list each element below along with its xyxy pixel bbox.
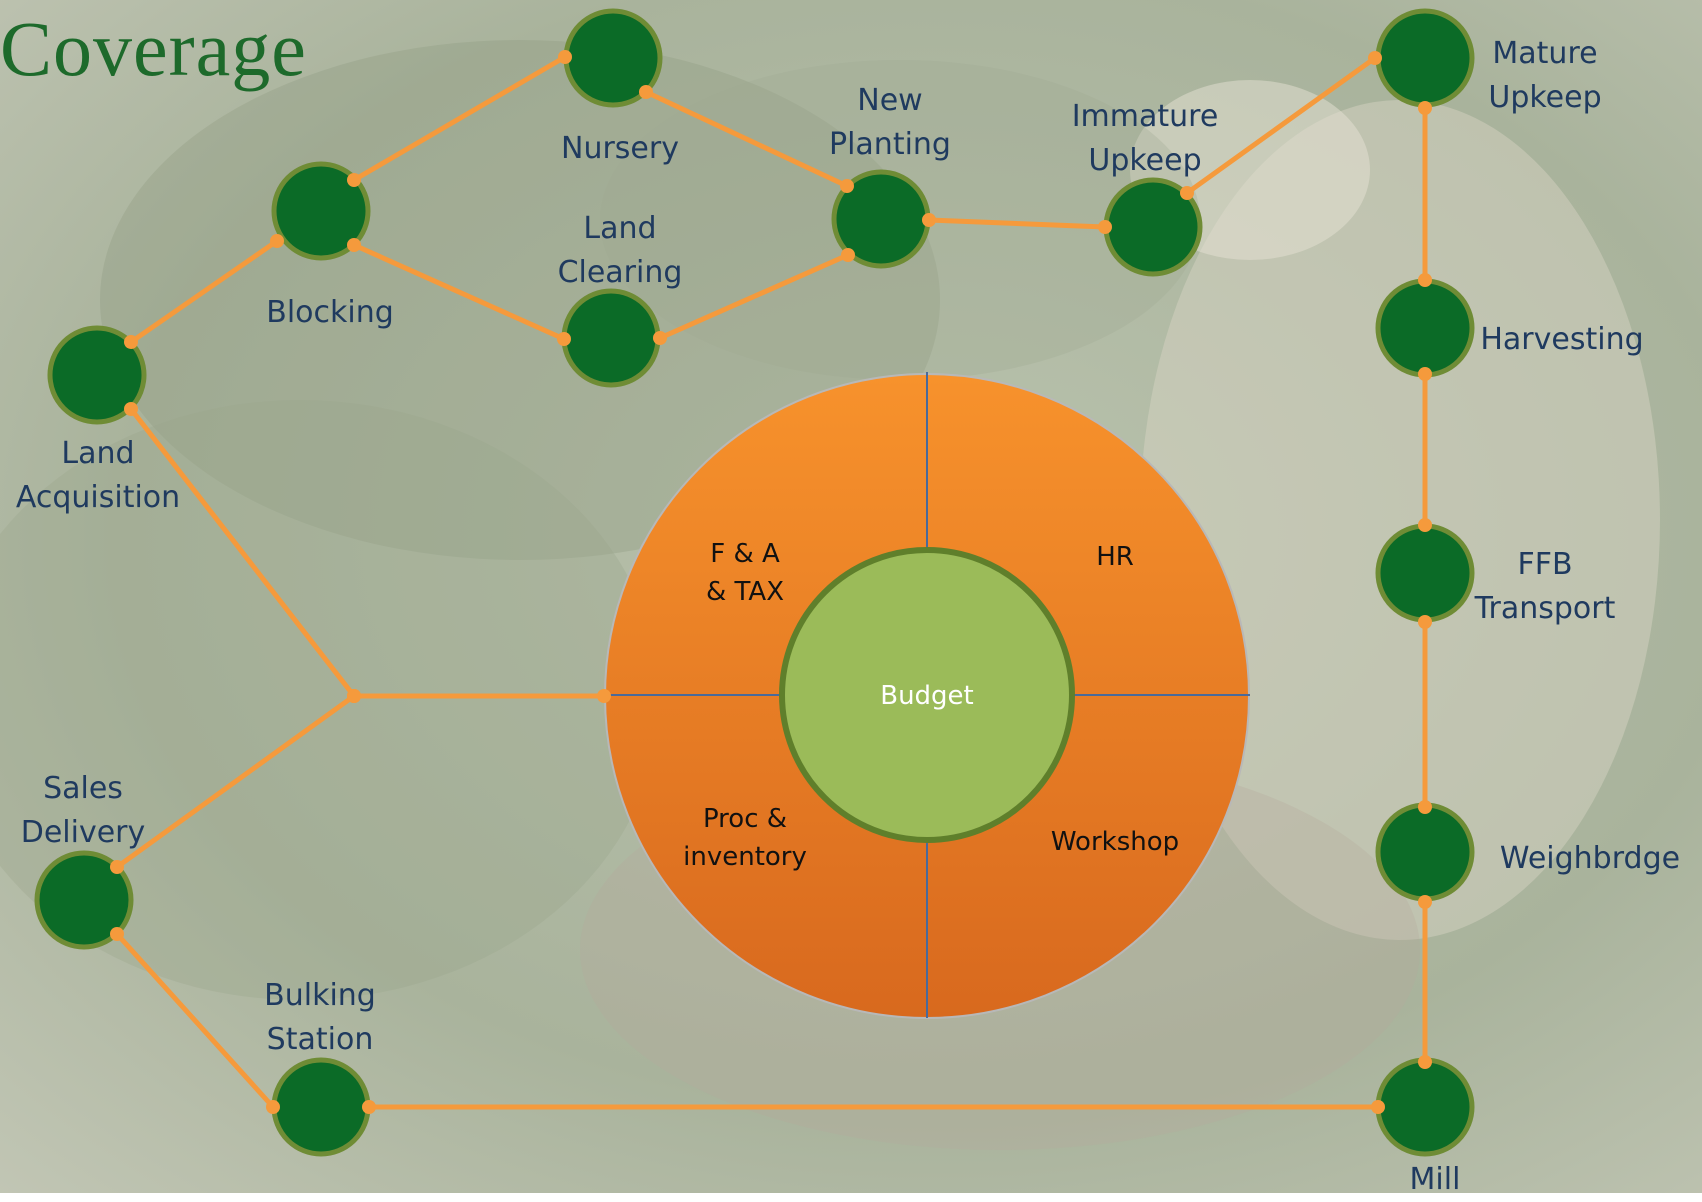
- connector-dot: [1418, 367, 1432, 381]
- label-harvesting: Harvesting: [1480, 322, 1644, 357]
- quadrant-hr: HR: [1096, 542, 1134, 572]
- connector-line: [128, 238, 280, 345]
- connector-line: [351, 54, 568, 183]
- node-sales-delivery: [34, 850, 134, 950]
- label-immature-upkeep: Immature Upkeep: [1071, 99, 1219, 178]
- connector-dot: [557, 332, 571, 346]
- label-sales-delivery: Sales Delivery: [20, 771, 146, 850]
- connector-line: [657, 252, 851, 341]
- connector-dot: [1418, 1055, 1432, 1069]
- node-weighbridge: [1375, 802, 1475, 902]
- connector-dot: [841, 248, 855, 262]
- connector-line: [351, 242, 567, 342]
- connector-dot: [922, 213, 936, 227]
- quadrant-fa-tax: F & A & TAX: [706, 539, 784, 607]
- connector-dot: [558, 50, 572, 64]
- quadrant-proc-inventory: Proc & inventory: [683, 804, 807, 872]
- connector-dot: [1418, 895, 1432, 909]
- connector-dot: [1418, 800, 1432, 814]
- label-ffb-transport: FFB Transport: [1474, 547, 1616, 626]
- connector-dot: [347, 689, 361, 703]
- node-bulking-station: [271, 1057, 371, 1157]
- label-new-planting: New Planting: [829, 83, 951, 162]
- connector-dot: [347, 173, 361, 187]
- connector-line: [114, 693, 357, 870]
- connector-dot: [653, 331, 667, 345]
- label-land-clearing: Land Clearing: [557, 211, 683, 290]
- connector-dot: [1371, 1100, 1385, 1114]
- node-mature-upkeep: [1375, 8, 1475, 108]
- connector-dot: [110, 927, 124, 941]
- connector-line: [128, 406, 357, 699]
- connector-dot: [639, 85, 653, 99]
- node-land-acquisition: [47, 325, 147, 425]
- label-bulking-station: Bulking Station: [264, 978, 376, 1057]
- node-blocking: [271, 161, 371, 261]
- budget-center: [779, 547, 1075, 843]
- label-mature-upkeep: Mature Upkeep: [1488, 36, 1602, 115]
- connector-line: [643, 89, 850, 189]
- connector-line: [926, 217, 1108, 230]
- page-title: Coverage: [0, 5, 307, 92]
- connector-dot: [1098, 220, 1112, 234]
- connector-dot: [347, 238, 361, 252]
- connector-dot: [840, 179, 854, 193]
- label-land-acquisition: Land Acquisition: [15, 436, 181, 515]
- connector-dot: [1180, 186, 1194, 200]
- connector-dot: [110, 860, 124, 874]
- connector-dot: [1418, 101, 1432, 115]
- budget-wheel: [604, 372, 1250, 1019]
- quadrant-workshop: Workshop: [1050, 827, 1180, 857]
- budget-label: Budget: [880, 681, 974, 711]
- connector-dot: [362, 1100, 376, 1114]
- connector-line: [1184, 55, 1378, 196]
- connector-dot: [266, 1100, 280, 1114]
- node-harvesting: [1375, 278, 1475, 378]
- connector-dot: [270, 234, 284, 248]
- connector-joints: [110, 50, 1432, 1114]
- label-blocking: Blocking: [266, 295, 394, 330]
- connector-dot: [1418, 615, 1432, 629]
- node-land-clearing: [561, 288, 661, 388]
- connector-dot: [1418, 273, 1432, 287]
- node-mill: [1375, 1057, 1475, 1157]
- connector-lines: [114, 54, 1428, 1110]
- connector-dot: [124, 335, 138, 349]
- node-ffb-transport: [1375, 523, 1475, 623]
- label-mill: Mill: [1409, 1162, 1461, 1197]
- stage-nodes: [34, 8, 1475, 1157]
- label-nursery: Nursery: [561, 131, 679, 166]
- connector-dot: [597, 689, 611, 703]
- connector-dot: [1368, 51, 1382, 65]
- label-weighbridge: Weighbrdge: [1499, 841, 1681, 876]
- connector-dot: [1418, 518, 1432, 532]
- connector-dot: [124, 402, 138, 416]
- connector-line: [114, 931, 276, 1110]
